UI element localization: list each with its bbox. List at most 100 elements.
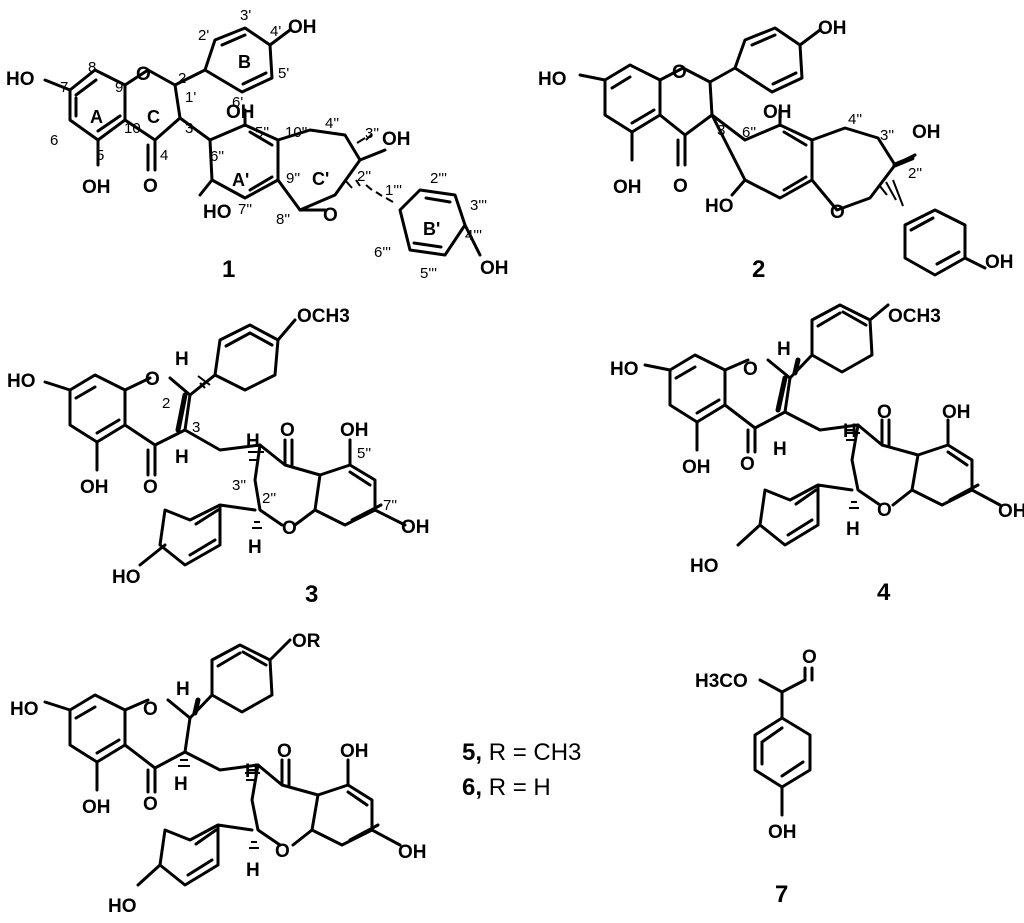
- c3-oh4ppp: HO: [112, 567, 141, 588]
- c1-n4ppp: 4''': [465, 227, 482, 244]
- c2-n6pp: 6'': [742, 124, 756, 141]
- c1-n8: 8: [88, 59, 96, 76]
- c1-n9: 9: [115, 79, 123, 96]
- c1-ring-a: A: [90, 107, 103, 127]
- c2-id: 2: [752, 256, 765, 283]
- c4-oh7pp: OH: [998, 501, 1024, 522]
- c4-h2pp: H: [846, 519, 860, 540]
- c56-h2pp: H: [246, 860, 260, 881]
- c3-h2: H: [175, 349, 189, 370]
- c2-o4: O: [673, 176, 688, 197]
- c1-o1: O: [136, 64, 151, 85]
- c1-n4pp: 4'': [325, 115, 339, 132]
- c1-oh3pp: OH: [382, 129, 411, 150]
- c4-och3: OCH3: [888, 306, 941, 327]
- c1-n3p: 3': [240, 7, 251, 24]
- legend-compound-5: 5, R = CH3: [462, 739, 581, 766]
- c3-o4pp: O: [280, 420, 295, 441]
- c1-n3: 3: [185, 120, 193, 137]
- c3-o1pp: O: [282, 518, 297, 539]
- c1-n7pp: 7'': [238, 201, 252, 218]
- c1-o1pp: O: [323, 205, 338, 226]
- c3-n2pp: 2'': [262, 490, 276, 507]
- c1-ring-cp: C': [312, 169, 329, 189]
- c56-o1pp: O: [275, 841, 290, 862]
- c56-oh5pp: OH: [340, 741, 369, 762]
- c1-n10pp: 10'': [285, 124, 308, 141]
- c2-o1: O: [672, 62, 687, 83]
- c56-o4: O: [143, 794, 158, 815]
- c56-o4pp: O: [277, 741, 292, 762]
- c1-n4p: 4': [270, 23, 281, 40]
- c1-n7: 7: [60, 79, 68, 96]
- c1-oh5: OH: [82, 177, 111, 198]
- c2-oh7: HO: [538, 69, 567, 90]
- c1-oh7pp: HO: [203, 202, 232, 223]
- c1-n8pp: 8'': [276, 211, 290, 228]
- c3-id: 3: [305, 581, 318, 608]
- c4-id: 4: [877, 579, 891, 606]
- c4-o1pp: O: [877, 500, 892, 521]
- c4-o4: O: [740, 454, 755, 475]
- c7-id: 7: [775, 881, 788, 908]
- c56-oh4ppp: HO: [108, 896, 137, 917]
- c1-oh7: HO: [6, 69, 35, 90]
- c56-h3pp: H: [245, 761, 259, 782]
- c3-o4: O: [143, 477, 158, 498]
- c7-h3co: H3CO: [695, 671, 748, 692]
- c4-o1: O: [743, 359, 758, 380]
- c1-ring-c: C: [147, 107, 160, 127]
- c1-oh4p: OH: [288, 17, 317, 38]
- c1-n2p: 2': [198, 27, 209, 44]
- c4-o4pp: O: [877, 402, 892, 423]
- c3-n2: 2: [162, 395, 170, 412]
- c56-h2: H: [176, 679, 190, 700]
- c1-id: 1: [222, 256, 235, 283]
- c1-ring-ap: A': [232, 170, 249, 190]
- c1-n6p: 6': [232, 94, 243, 111]
- c1-n5ppp: 5''': [420, 265, 437, 282]
- c4-oh7: HO: [610, 359, 639, 380]
- c1-ring-bp: B': [423, 219, 440, 239]
- c1-n2: 2: [178, 70, 186, 87]
- c4-oh5: OH: [682, 457, 711, 478]
- c2-n2pp: 2'': [908, 165, 922, 182]
- c56-o1: O: [143, 699, 158, 720]
- c3-h3pp: H: [246, 431, 260, 452]
- legend-compound-6: 6, R = H: [462, 774, 551, 801]
- compound-5-6: OR HO O H H O OH H O OH O H OH HO 5, R =…: [10, 631, 581, 917]
- c7-oh: OH: [768, 822, 797, 843]
- c3-n5pp: 5'': [357, 445, 371, 462]
- c1-n1ppp: 1''': [385, 182, 402, 199]
- c3-h2pp: H: [248, 537, 262, 558]
- c56-h3: H: [174, 774, 188, 795]
- compound-3: OCH3 HO O H H O OH H O OH O H OH HO 2 3 …: [7, 306, 430, 608]
- c2-oh7pp: HO: [705, 196, 734, 217]
- c1-n3pp: 3'': [365, 125, 379, 142]
- c56-oh7pp: OH: [398, 842, 427, 863]
- c1-n6: 6: [50, 132, 58, 149]
- c56-oh7: HO: [10, 699, 39, 720]
- c1-oh5pp: OH: [226, 102, 255, 123]
- c2-n3pp: 3'': [880, 127, 894, 144]
- c2-oh3pp: OH: [912, 122, 941, 143]
- c4-h2: H: [777, 339, 791, 360]
- compound-4: OCH3 HO O H H O OH H O OH O H OH HO 4: [610, 303, 1024, 606]
- c56-or: OR: [292, 631, 321, 652]
- c3-oh5: OH: [80, 477, 109, 498]
- compound-2: HO O OH O OH OH HO O OH OH 3 6'' 4'' 3''…: [538, 18, 1014, 283]
- c3-n7pp: 7'': [383, 497, 397, 514]
- c4-h3pp: H: [843, 421, 857, 442]
- c1-n4: 4: [160, 147, 168, 164]
- c3-och3: OCH3: [297, 306, 350, 327]
- c3-n3pp: 3'': [232, 477, 246, 494]
- c1-n2ppp: 2''': [430, 170, 447, 187]
- c3-oh5pp: OH: [340, 420, 369, 441]
- c2-n3: 3: [717, 122, 725, 139]
- c1-o4: O: [143, 176, 158, 197]
- c2-oh4ppp: OH: [985, 252, 1014, 273]
- c3-oh7pp: OH: [401, 517, 430, 538]
- c2-oh5: OH: [613, 177, 642, 198]
- c3-o1: O: [145, 369, 160, 390]
